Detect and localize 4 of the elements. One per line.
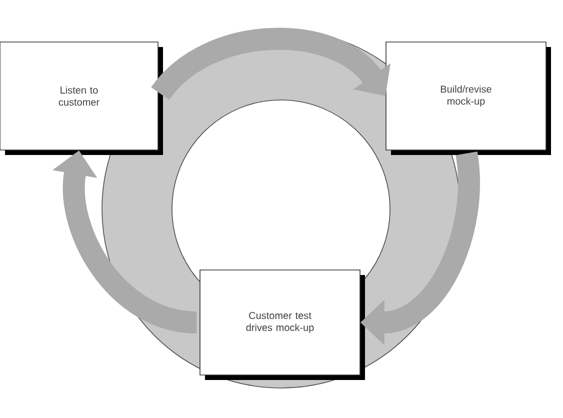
process-box: Build/revise mock-up	[386, 42, 551, 155]
process-box: Listen to customer	[0, 42, 163, 155]
cycle-arrow	[152, 28, 390, 101]
process-box: Customer test drives mock-up	[200, 270, 365, 380]
